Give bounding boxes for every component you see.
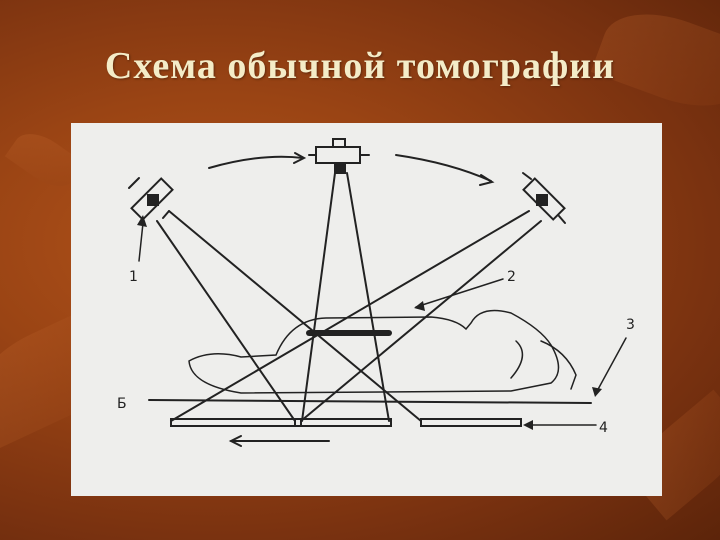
motion-arrow-right: [395, 154, 492, 182]
film-left: [170, 418, 302, 427]
table-line: [148, 399, 592, 404]
label-4: 4: [599, 420, 608, 436]
diagram-svg: 1 2 3 4 Б: [117, 138, 635, 447]
xray-tube-left: [128, 177, 174, 221]
label-2-pointer: [415, 278, 504, 308]
label-1: 1: [129, 269, 138, 285]
label-1-pointer: [138, 222, 144, 262]
label-2-arrowhead: [414, 301, 425, 311]
slide-title: Схема обычной томографии: [104, 45, 616, 87]
film-motion-arrowhead: [228, 435, 242, 447]
label-3-pointer: [595, 337, 627, 394]
motion-arrow-left: [208, 155, 304, 169]
label-1-arrowhead: [137, 215, 147, 227]
label-3: 3: [626, 317, 635, 333]
motion-arrowhead-left: [293, 152, 307, 164]
label-b: Б: [117, 396, 127, 412]
xray-tube-right: [522, 172, 566, 224]
film-right: [420, 418, 522, 427]
label-3-arrowhead: [592, 387, 602, 397]
motion-arrowhead-right: [479, 174, 495, 186]
pillow: [540, 340, 577, 390]
patient-body-outline: [188, 309, 560, 394]
label-4-arrowhead: [523, 420, 533, 430]
beam-left-edge-a: [168, 210, 422, 422]
patient-face: [510, 340, 524, 379]
beam-right-edge-a: [170, 210, 530, 422]
beam-left-edge-b: [156, 220, 296, 422]
tomography-diagram: 1 2 3 4 Б: [71, 123, 662, 496]
xray-tube-center: [308, 138, 370, 174]
beam-center-edge-a: [301, 172, 336, 422]
beam-center-edge-b: [346, 172, 390, 422]
film-center: [294, 418, 392, 427]
label-2: 2: [507, 269, 516, 285]
beam-right-edge-b: [300, 220, 542, 422]
